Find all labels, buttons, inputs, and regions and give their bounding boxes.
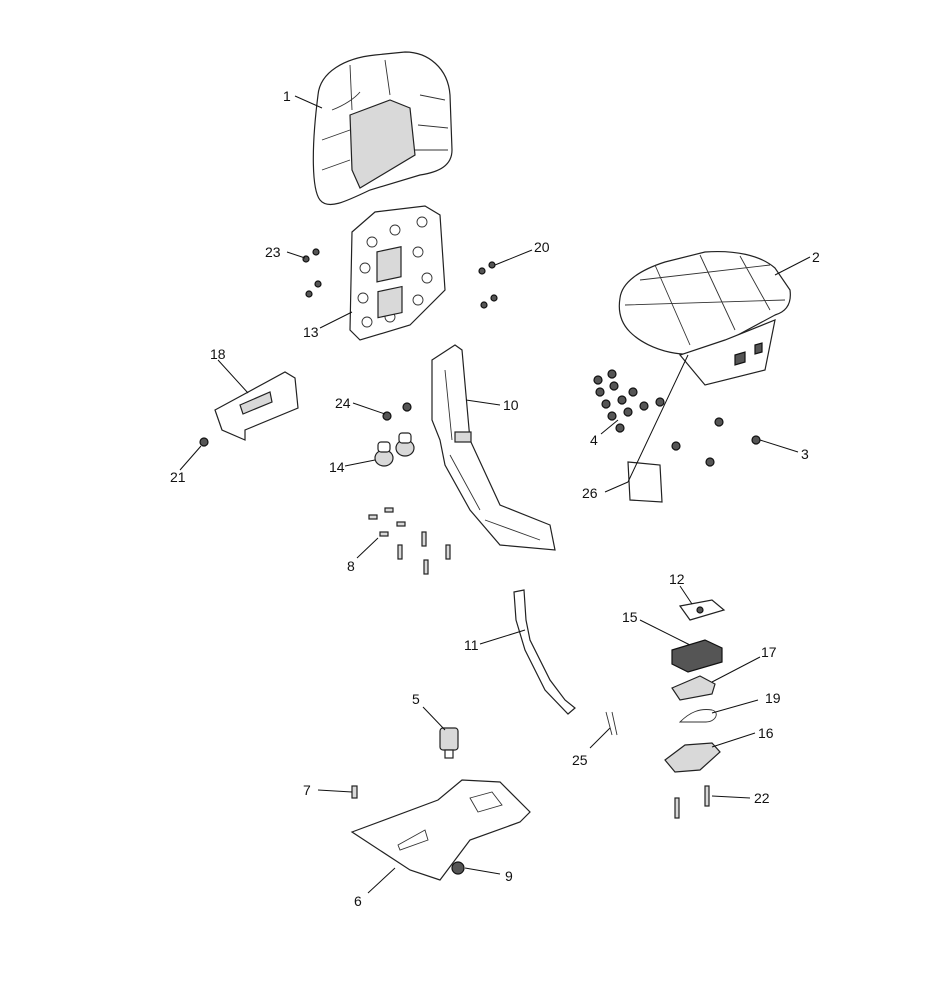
callout-6: 6 — [354, 893, 362, 909]
bolts-20 — [478, 261, 498, 309]
backrest-cushion — [312, 51, 453, 205]
seat-base-plate — [350, 779, 531, 881]
pin-7 — [351, 785, 358, 799]
callout-5: 5 — [412, 691, 420, 707]
callout-2: 2 — [812, 249, 820, 265]
nut-9 — [451, 861, 465, 875]
nuts-4 — [593, 369, 665, 433]
label-sticker — [627, 461, 663, 503]
bolts-22 — [674, 785, 710, 819]
callout-7: 7 — [303, 782, 311, 798]
screws-8 — [368, 507, 451, 575]
callout-20: 20 — [534, 239, 550, 255]
hinge-bracket — [214, 371, 299, 441]
callout-18: 18 — [210, 346, 226, 362]
callout-25: 25 — [572, 752, 588, 768]
callout-24: 24 — [335, 395, 351, 411]
callout-13: 13 — [303, 324, 319, 340]
callout-3: 3 — [801, 446, 809, 462]
nuts-3 — [671, 417, 761, 467]
nuts-24 — [382, 402, 412, 421]
latch-block — [671, 639, 723, 673]
callout-labels: 1 2 3 4 5 6 7 8 9 10 11 12 13 14 15 16 1… — [170, 88, 820, 909]
adjust-knob — [439, 727, 459, 759]
callout-1: 1 — [283, 88, 291, 104]
callout-14: 14 — [329, 459, 345, 475]
latch-mechanism — [671, 675, 716, 701]
pin-25 — [605, 711, 618, 736]
rubber-bumpers — [374, 432, 415, 467]
latch-spring — [678, 709, 717, 723]
callout-19: 19 — [765, 690, 781, 706]
latch-base — [664, 742, 721, 773]
callout-15: 15 — [622, 609, 638, 625]
callout-21: 21 — [170, 469, 186, 485]
callout-26: 26 — [582, 485, 598, 501]
bolt-21 — [199, 437, 209, 447]
callout-4: 4 — [590, 432, 598, 448]
callout-23: 23 — [265, 244, 281, 260]
callout-16: 16 — [758, 725, 774, 741]
adjuster-rod — [513, 589, 576, 715]
callout-17: 17 — [761, 644, 777, 660]
seat-cushion — [618, 250, 791, 386]
callout-22: 22 — [754, 790, 770, 806]
leader-lines — [179, 95, 811, 894]
seat-back-frame — [431, 344, 556, 551]
callout-10: 10 — [503, 397, 519, 413]
latch-plate — [678, 599, 726, 621]
seat-back-plate — [349, 205, 446, 341]
callout-11: 11 — [464, 637, 479, 653]
callout-12: 12 — [669, 571, 685, 587]
bolts-23 — [302, 248, 322, 298]
callout-8: 8 — [347, 558, 355, 574]
callout-9: 9 — [505, 868, 513, 884]
